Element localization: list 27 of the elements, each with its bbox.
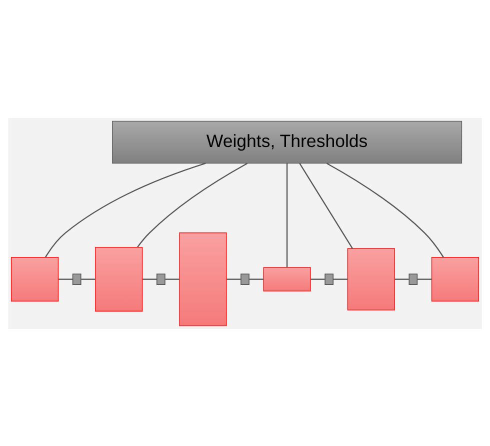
node-box <box>263 266 311 291</box>
node-box: Weights, Thresholds <box>112 120 462 164</box>
node-box <box>72 273 82 284</box>
connector <box>333 278 348 280</box>
node-box <box>179 232 227 326</box>
connector <box>44 162 206 258</box>
connector <box>310 278 325 280</box>
connector <box>58 278 73 280</box>
node-box <box>156 273 166 284</box>
node-box <box>347 248 395 310</box>
connector <box>249 278 264 280</box>
node-box <box>240 273 250 284</box>
connector <box>165 278 180 280</box>
node-box <box>431 256 480 302</box>
connector <box>417 278 432 280</box>
connector <box>226 278 241 280</box>
node-box <box>10 256 59 302</box>
node-box <box>95 246 143 312</box>
node-box <box>408 273 418 284</box>
connector <box>286 162 288 267</box>
connector <box>326 162 444 258</box>
connector <box>299 162 354 248</box>
connector <box>136 162 248 248</box>
connector <box>81 278 96 280</box>
connector <box>142 278 157 280</box>
connector <box>394 278 409 280</box>
node-box <box>324 273 334 284</box>
